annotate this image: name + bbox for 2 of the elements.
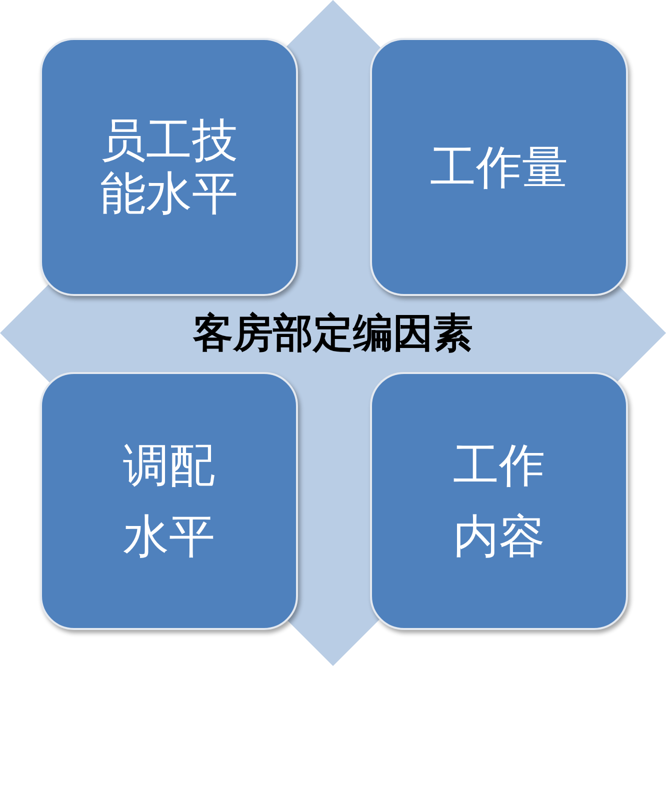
center-label: 客房部定编因素 [193,310,473,358]
rounded-box: 工作内容 [370,372,628,630]
